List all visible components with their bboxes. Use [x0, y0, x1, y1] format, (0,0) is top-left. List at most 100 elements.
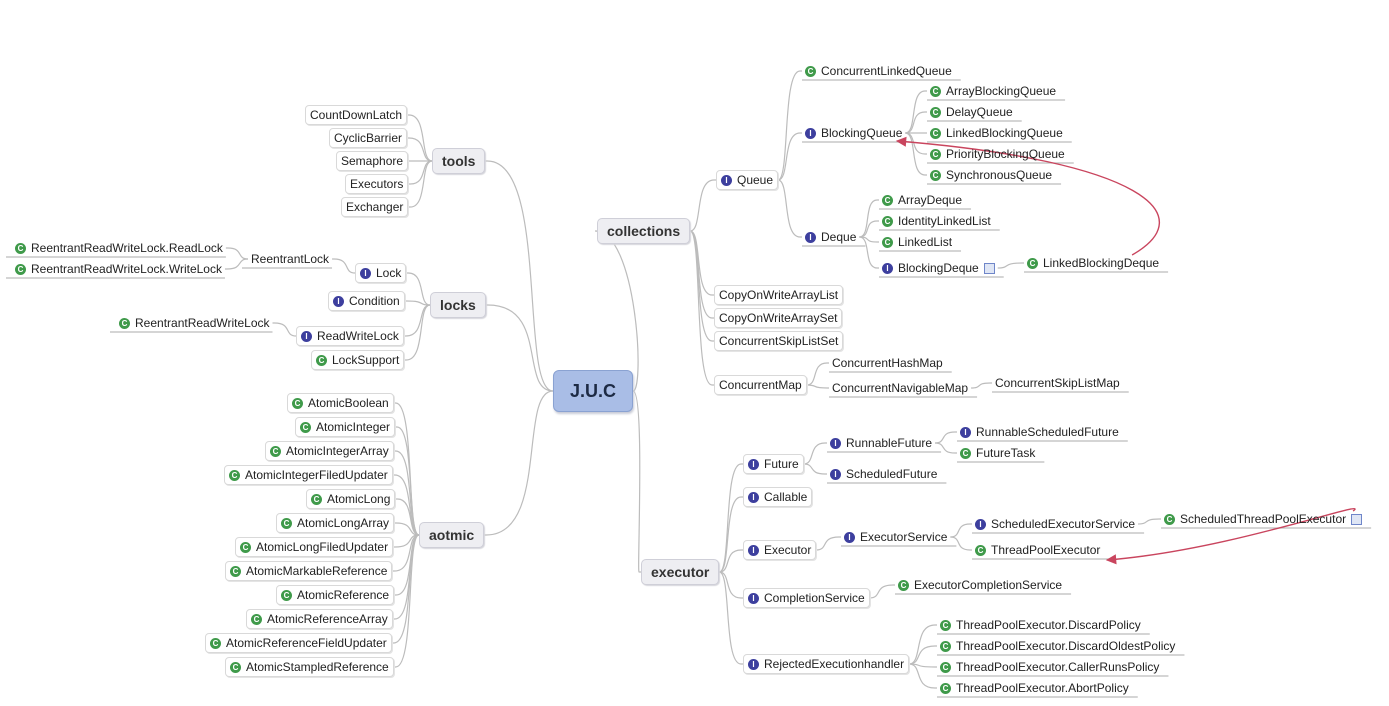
tool-count-down-latch[interactable]: CountDownLatch	[305, 105, 408, 125]
link-line	[632, 390, 641, 573]
concurrent-map[interactable]: ConcurrentMap	[714, 375, 807, 395]
label: ReentrantLock	[251, 252, 330, 266]
label: LinkedList	[898, 235, 953, 249]
relation-arrowhead	[895, 136, 907, 147]
label: Callable	[764, 490, 808, 504]
interface-icon: I	[748, 458, 759, 470]
tool-executors[interactable]: Executors	[345, 174, 409, 194]
tool-semaphore[interactable]: Semaphore	[336, 151, 409, 171]
branch-aotmic[interactable]: aotmic	[419, 522, 485, 548]
link-line	[719, 549, 743, 573]
class-icon: C	[281, 589, 292, 601]
label: AtomicMarkableReference	[246, 564, 388, 578]
class-icon: C	[940, 640, 951, 652]
tool-exchanger[interactable]: Exchanger	[341, 197, 409, 217]
link-line	[403, 304, 431, 337]
link-line	[332, 258, 356, 274]
branch-tools[interactable]: tools	[432, 148, 486, 174]
link-line	[407, 114, 433, 162]
class-icon: C	[930, 148, 941, 160]
copy-on-write-array-set[interactable]: CopyOnWriteArraySet	[714, 308, 843, 328]
branch-locks[interactable]: locks	[430, 292, 486, 318]
concurrent-navigable-map[interactable]: ConcurrentNavigableMap	[829, 378, 971, 398]
label: AtomicIntegerArray	[286, 444, 389, 458]
link-line	[859, 236, 879, 269]
label: ReentrantReadWriteLock.WriteLock	[31, 262, 222, 276]
branch-collections[interactable]: collections	[597, 218, 691, 244]
interface-icon: I	[748, 658, 759, 670]
note-icon[interactable]	[983, 262, 995, 274]
concurrent-hash-map[interactable]: ConcurrentHashMap	[829, 353, 946, 373]
copy-on-write-array-list[interactable]: CopyOnWriteArrayList	[714, 285, 844, 305]
branch-executor[interactable]: executor	[641, 559, 720, 585]
root-node[interactable]: J.U.C	[553, 370, 634, 412]
label: SynchronousQueue	[946, 168, 1053, 182]
class-icon: C	[300, 421, 311, 433]
note-icon[interactable]	[1351, 513, 1363, 525]
concurrent-skip-list-map[interactable]: ConcurrentSkipListMap	[992, 373, 1123, 393]
link-line	[806, 362, 829, 386]
concurrent-skip-list-set[interactable]: ConcurrentSkipListSet	[714, 331, 844, 351]
class-icon: C	[898, 579, 909, 591]
link-line	[859, 199, 879, 238]
link-line	[485, 304, 554, 392]
tool-cyclic-barrier[interactable]: CyclicBarrier	[329, 128, 408, 148]
reentrant-lock[interactable]: ReentrantLock	[248, 249, 332, 269]
interface-icon: I	[748, 592, 759, 604]
class-icon: C	[251, 613, 262, 625]
label: DelayQueue	[946, 105, 1013, 119]
